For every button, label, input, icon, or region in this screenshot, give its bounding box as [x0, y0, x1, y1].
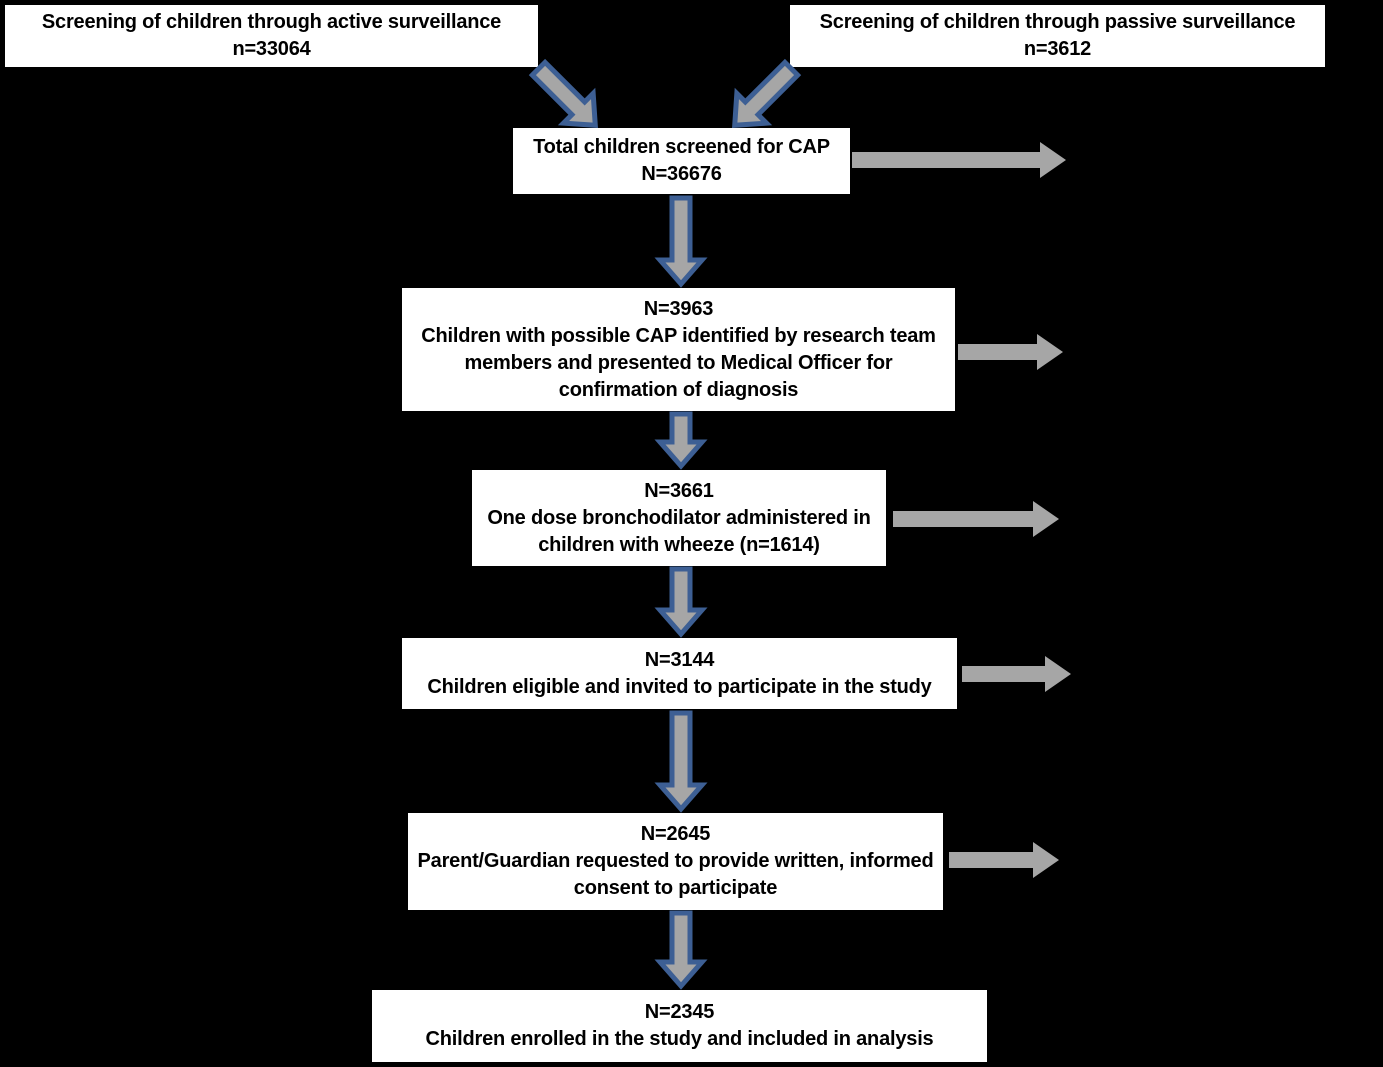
- side-right-arrow-icon: [852, 142, 1066, 178]
- side-right-arrow-icon: [958, 334, 1063, 370]
- node-count: n=33064: [232, 38, 311, 60]
- node-title: Screening of children through active sur…: [41, 11, 502, 33]
- node-count: N=2645: [640, 823, 711, 845]
- node-count: N=3144: [644, 648, 715, 671]
- node-description: Children eligible and invited to partici…: [427, 675, 932, 698]
- node-passive-surveillance: Screening of children through passive su…: [790, 5, 1325, 67]
- node-possible-cap: N=3963 Children with possible CAP identi…: [402, 288, 955, 411]
- flow-down-arrow-icon: [654, 910, 708, 990]
- node-consent-requested: N=2645 Parent/Guardian requested to prov…: [408, 813, 943, 910]
- flow-down-arrow-icon: [654, 710, 708, 813]
- node-total-screened: Total children screened for CAP N=36676: [513, 128, 850, 194]
- node-description: One dose bronchodilator administered in …: [487, 506, 871, 556]
- node-bronchodilator: N=3661 One dose bronchodilator administe…: [472, 470, 886, 566]
- side-right-arrow-icon: [962, 656, 1071, 692]
- flow-down-arrow-icon: [654, 566, 708, 638]
- side-right-arrow-icon: [949, 842, 1059, 878]
- node-description: Parent/Guardian requested to provide wri…: [417, 850, 934, 899]
- node-count: N=2345: [644, 1001, 715, 1023]
- node-count: N=3963: [643, 297, 714, 320]
- node-description: Children enrolled in the study and inclu…: [425, 1028, 934, 1050]
- side-right-arrow-icon: [893, 501, 1059, 537]
- node-title: Total children screened for CAP: [533, 136, 830, 158]
- flow-down-arrow-icon: [654, 411, 708, 470]
- node-count: N=3661: [644, 479, 714, 502]
- node-enrolled-analysis: N=2345 Children enrolled in the study an…: [372, 990, 987, 1062]
- node-active-surveillance: Screening of children through active sur…: [5, 5, 538, 67]
- flow-down-arrow-icon: [654, 195, 708, 288]
- node-count: N=36676: [641, 163, 722, 185]
- node-title: Screening of children through passive su…: [819, 11, 1296, 33]
- node-count: n=3612: [1023, 38, 1092, 60]
- node-description: Children with possible CAP identified by…: [421, 324, 936, 401]
- node-eligible-invited: N=3144 Children eligible and invited to …: [402, 638, 957, 709]
